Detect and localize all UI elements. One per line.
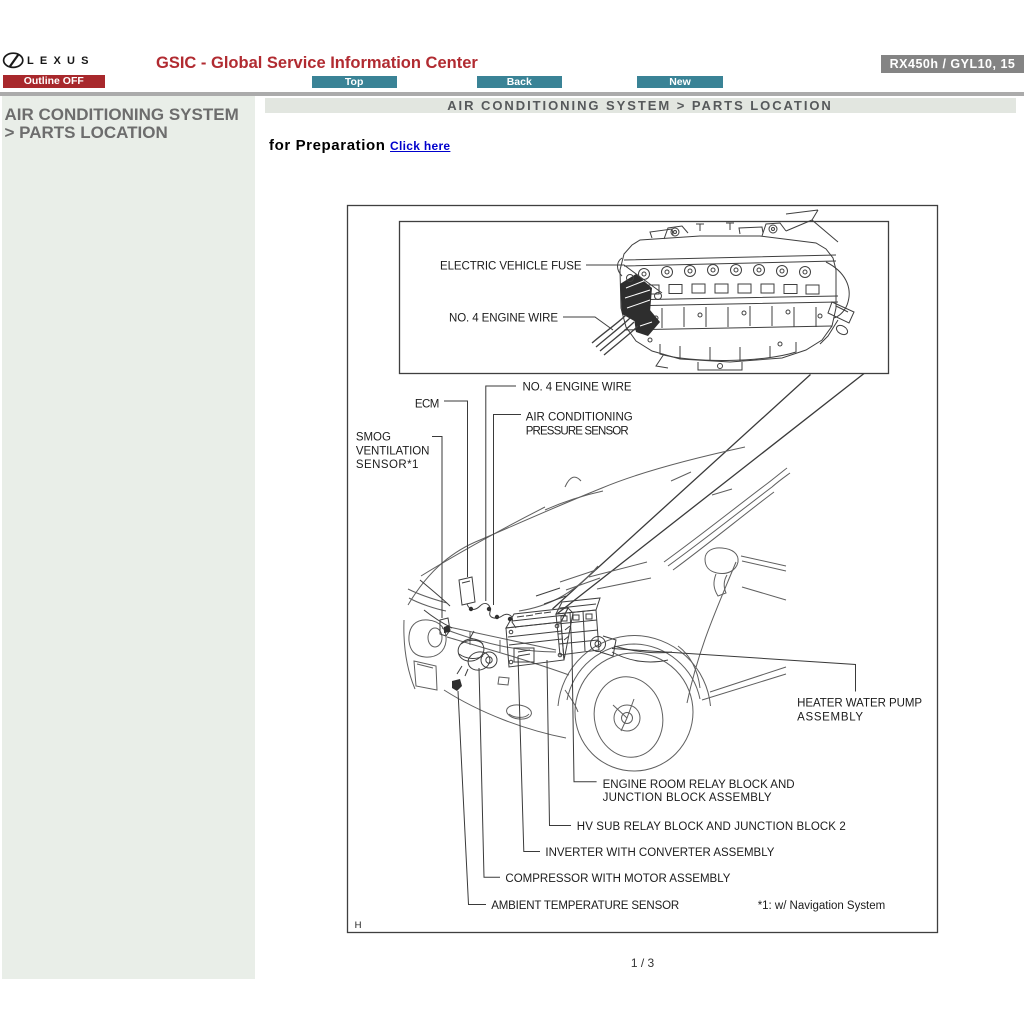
svg-text:ASSEMBLY: ASSEMBLY — [797, 711, 863, 723]
svg-text:PRESSURE SENSOR: PRESSURE SENSOR — [526, 425, 629, 437]
svg-text:COMPRESSOR WITH MOTOR ASSEMBLY: COMPRESSOR WITH MOTOR ASSEMBLY — [505, 873, 730, 885]
svg-text:VENTILATION: VENTILATION — [356, 446, 430, 458]
svg-text:LEXUS: LEXUS — [27, 55, 95, 67]
svg-text:AMBIENT TEMPERATURE SENSOR: AMBIENT TEMPERATURE SENSOR — [491, 900, 679, 912]
svg-text:HEATER WATER PUMP: HEATER WATER PUMP — [797, 698, 922, 710]
svg-text:NO. 4 ENGINE WIRE: NO. 4 ENGINE WIRE — [449, 313, 558, 325]
svg-text:SENSOR*1: SENSOR*1 — [356, 459, 419, 471]
svg-text:NO. 4 ENGINE WIRE: NO. 4 ENGINE WIRE — [523, 381, 632, 393]
svg-text:*1: w/ Navigation System: *1: w/ Navigation System — [758, 900, 886, 912]
svg-text:ECM: ECM — [415, 398, 440, 410]
svg-text:JUNCTION BLOCK ASSEMBLY: JUNCTION BLOCK ASSEMBLY — [603, 792, 772, 804]
svg-text:SMOG: SMOG — [356, 432, 391, 444]
svg-text:ELECTRIC VEHICLE FUSE: ELECTRIC VEHICLE FUSE — [440, 261, 582, 273]
svg-text:AIR CONDITIONING: AIR CONDITIONING — [526, 412, 633, 424]
svg-text:ENGINE ROOM RELAY BLOCK AND: ENGINE ROOM RELAY BLOCK AND — [603, 779, 795, 791]
svg-text:H: H — [355, 920, 362, 931]
svg-text:INVERTER WITH CONVERTER ASSEMB: INVERTER WITH CONVERTER ASSEMBLY — [545, 847, 774, 859]
svg-text:HV SUB RELAY BLOCK AND JUNCTIO: HV SUB RELAY BLOCK AND JUNCTION BLOCK 2 — [577, 821, 846, 833]
